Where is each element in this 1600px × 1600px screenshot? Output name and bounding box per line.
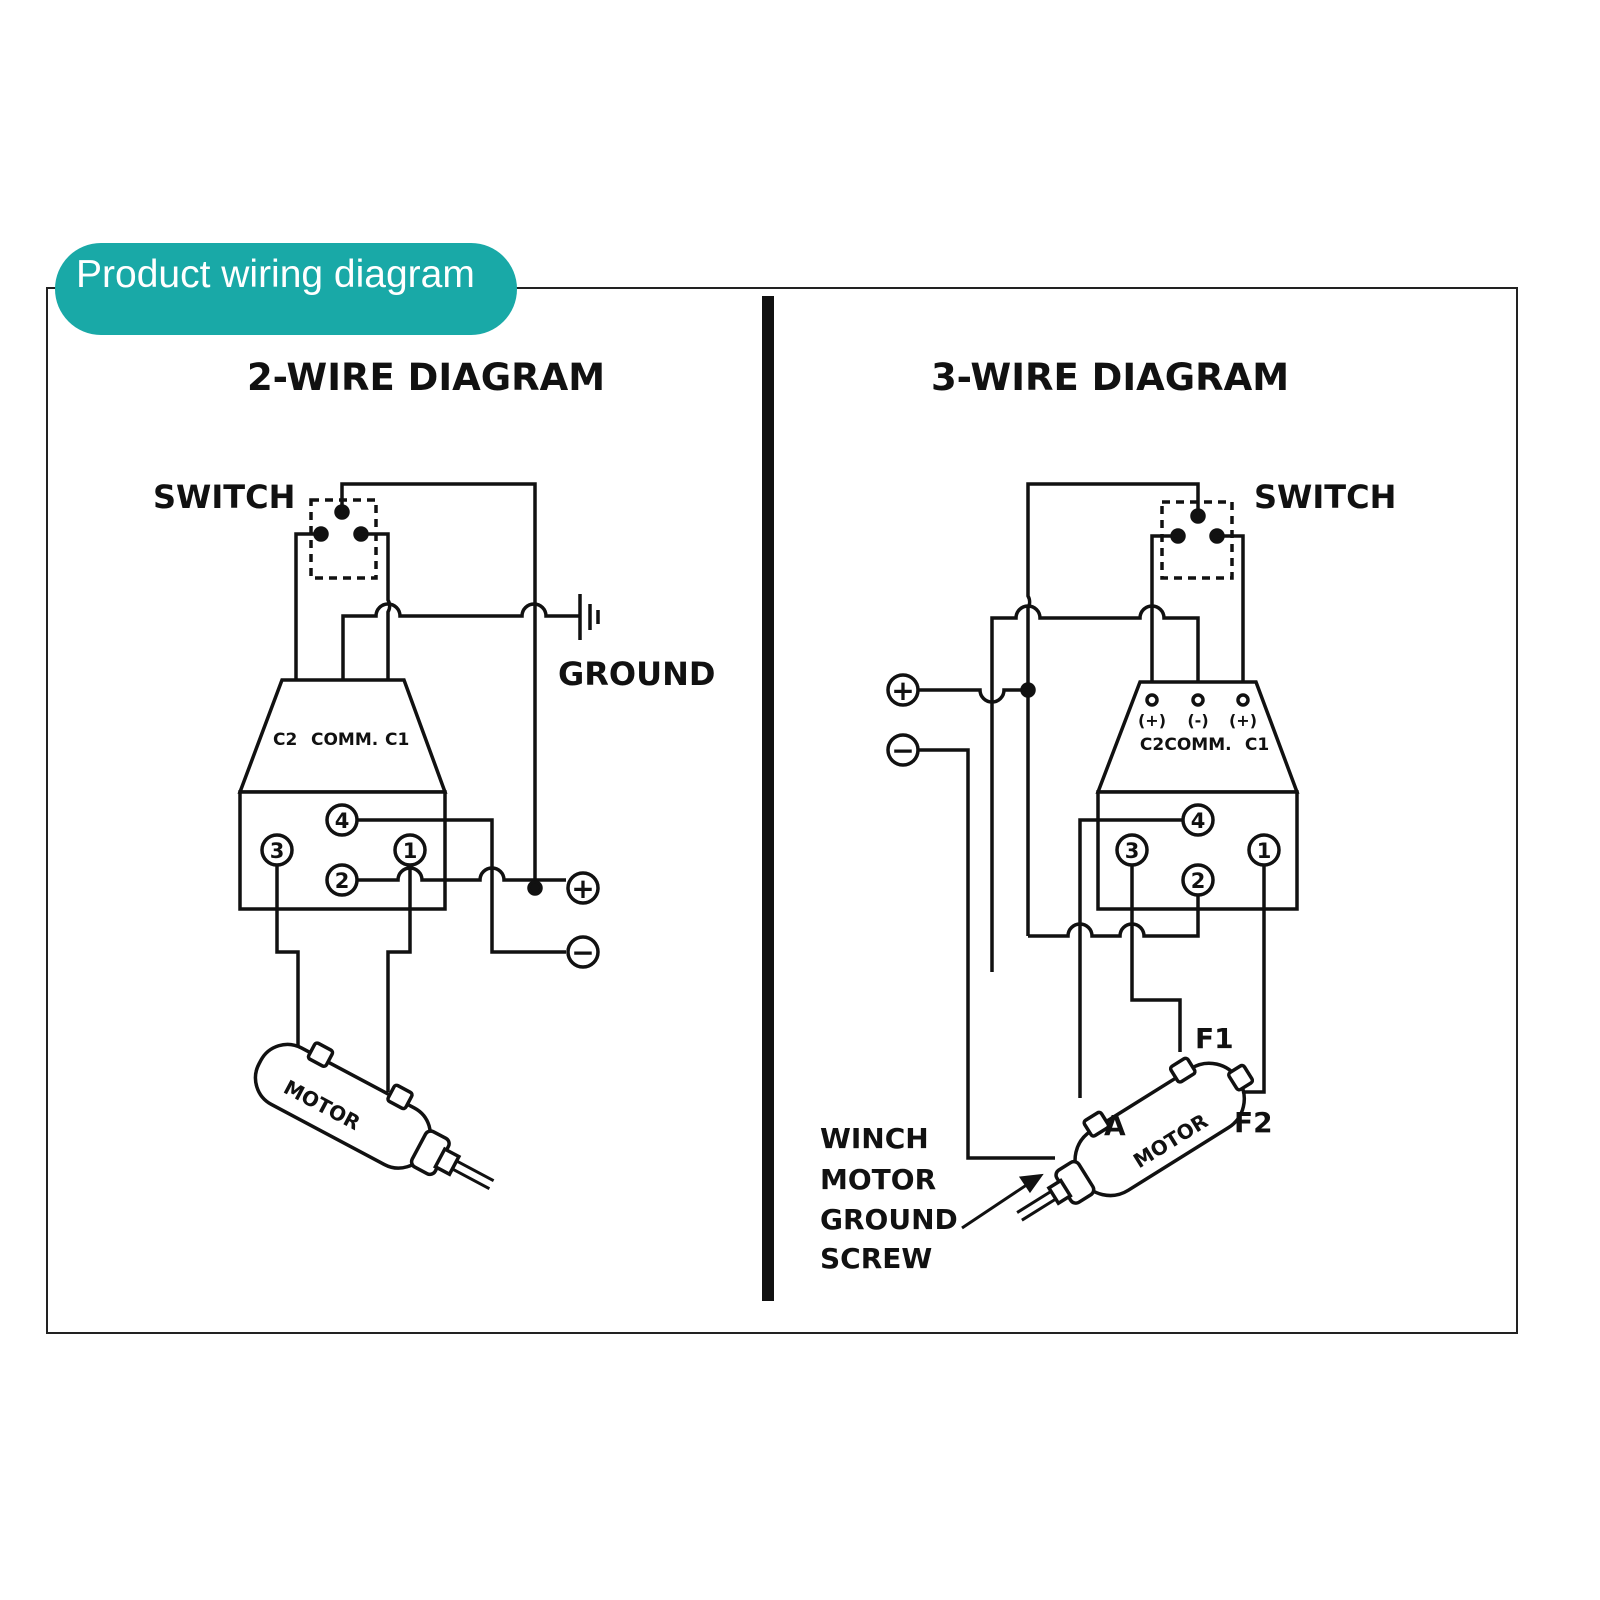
ground-screw-line-3: GROUND: [820, 1203, 958, 1236]
terminal-2-left: 2: [335, 869, 350, 893]
solenoid-c2-right: C2: [1140, 735, 1164, 755]
terminal-4-right: 4: [1191, 809, 1206, 833]
switch-label-right: SWITCH: [1254, 478, 1396, 516]
plus-symbol-left: +: [571, 872, 594, 905]
plus-symbol-right: +: [891, 674, 914, 707]
solenoid-c1-left: C1: [385, 730, 409, 750]
ground-screw-line-2: MOTOR: [820, 1163, 936, 1196]
ground-screw-line-1: WINCH: [820, 1122, 929, 1155]
terminal-3-right: 3: [1125, 839, 1140, 863]
minus-symbol-right: −: [891, 734, 914, 767]
terminal-1-left: 1: [403, 839, 418, 863]
two-wire-title: 2-WIRE DIAGRAM: [247, 356, 605, 399]
solenoid-comm-left: COMM.: [311, 730, 378, 750]
solenoid-c1-right: C1: [1245, 735, 1269, 755]
terminal-circles-right: [886, 673, 1281, 897]
polarity-minus-comm: (-): [1187, 711, 1208, 730]
minus-symbol-left: −: [571, 936, 594, 969]
ground-label: GROUND: [558, 655, 715, 693]
terminal-2-right: 2: [1191, 869, 1206, 893]
switch-label-left: SWITCH: [153, 478, 295, 516]
diagram-frame: [46, 287, 1518, 1334]
field-f1-label: F1: [1195, 1022, 1234, 1055]
header-badge-label: Product wiring diagram: [76, 253, 475, 296]
header-badge: [55, 243, 517, 335]
terminal-4-left: 4: [335, 809, 350, 833]
field-f2-label: F2: [1234, 1106, 1273, 1139]
armature-label: A: [1104, 1109, 1126, 1142]
terminal-circles-left: [260, 803, 600, 969]
polarity-plus-c1: (+): [1229, 711, 1257, 730]
terminal-1-right: 1: [1257, 839, 1272, 863]
solenoid-c2-left: C2: [273, 730, 297, 750]
ground-screw-line-4: SCREW: [820, 1242, 932, 1275]
solenoid-comm-right: COMM.: [1164, 735, 1231, 755]
polarity-plus-c2: (+): [1138, 711, 1166, 730]
three-wire-title: 3-WIRE DIAGRAM: [931, 356, 1289, 399]
terminal-3-left: 3: [270, 839, 285, 863]
panel-divider: [762, 296, 774, 1301]
